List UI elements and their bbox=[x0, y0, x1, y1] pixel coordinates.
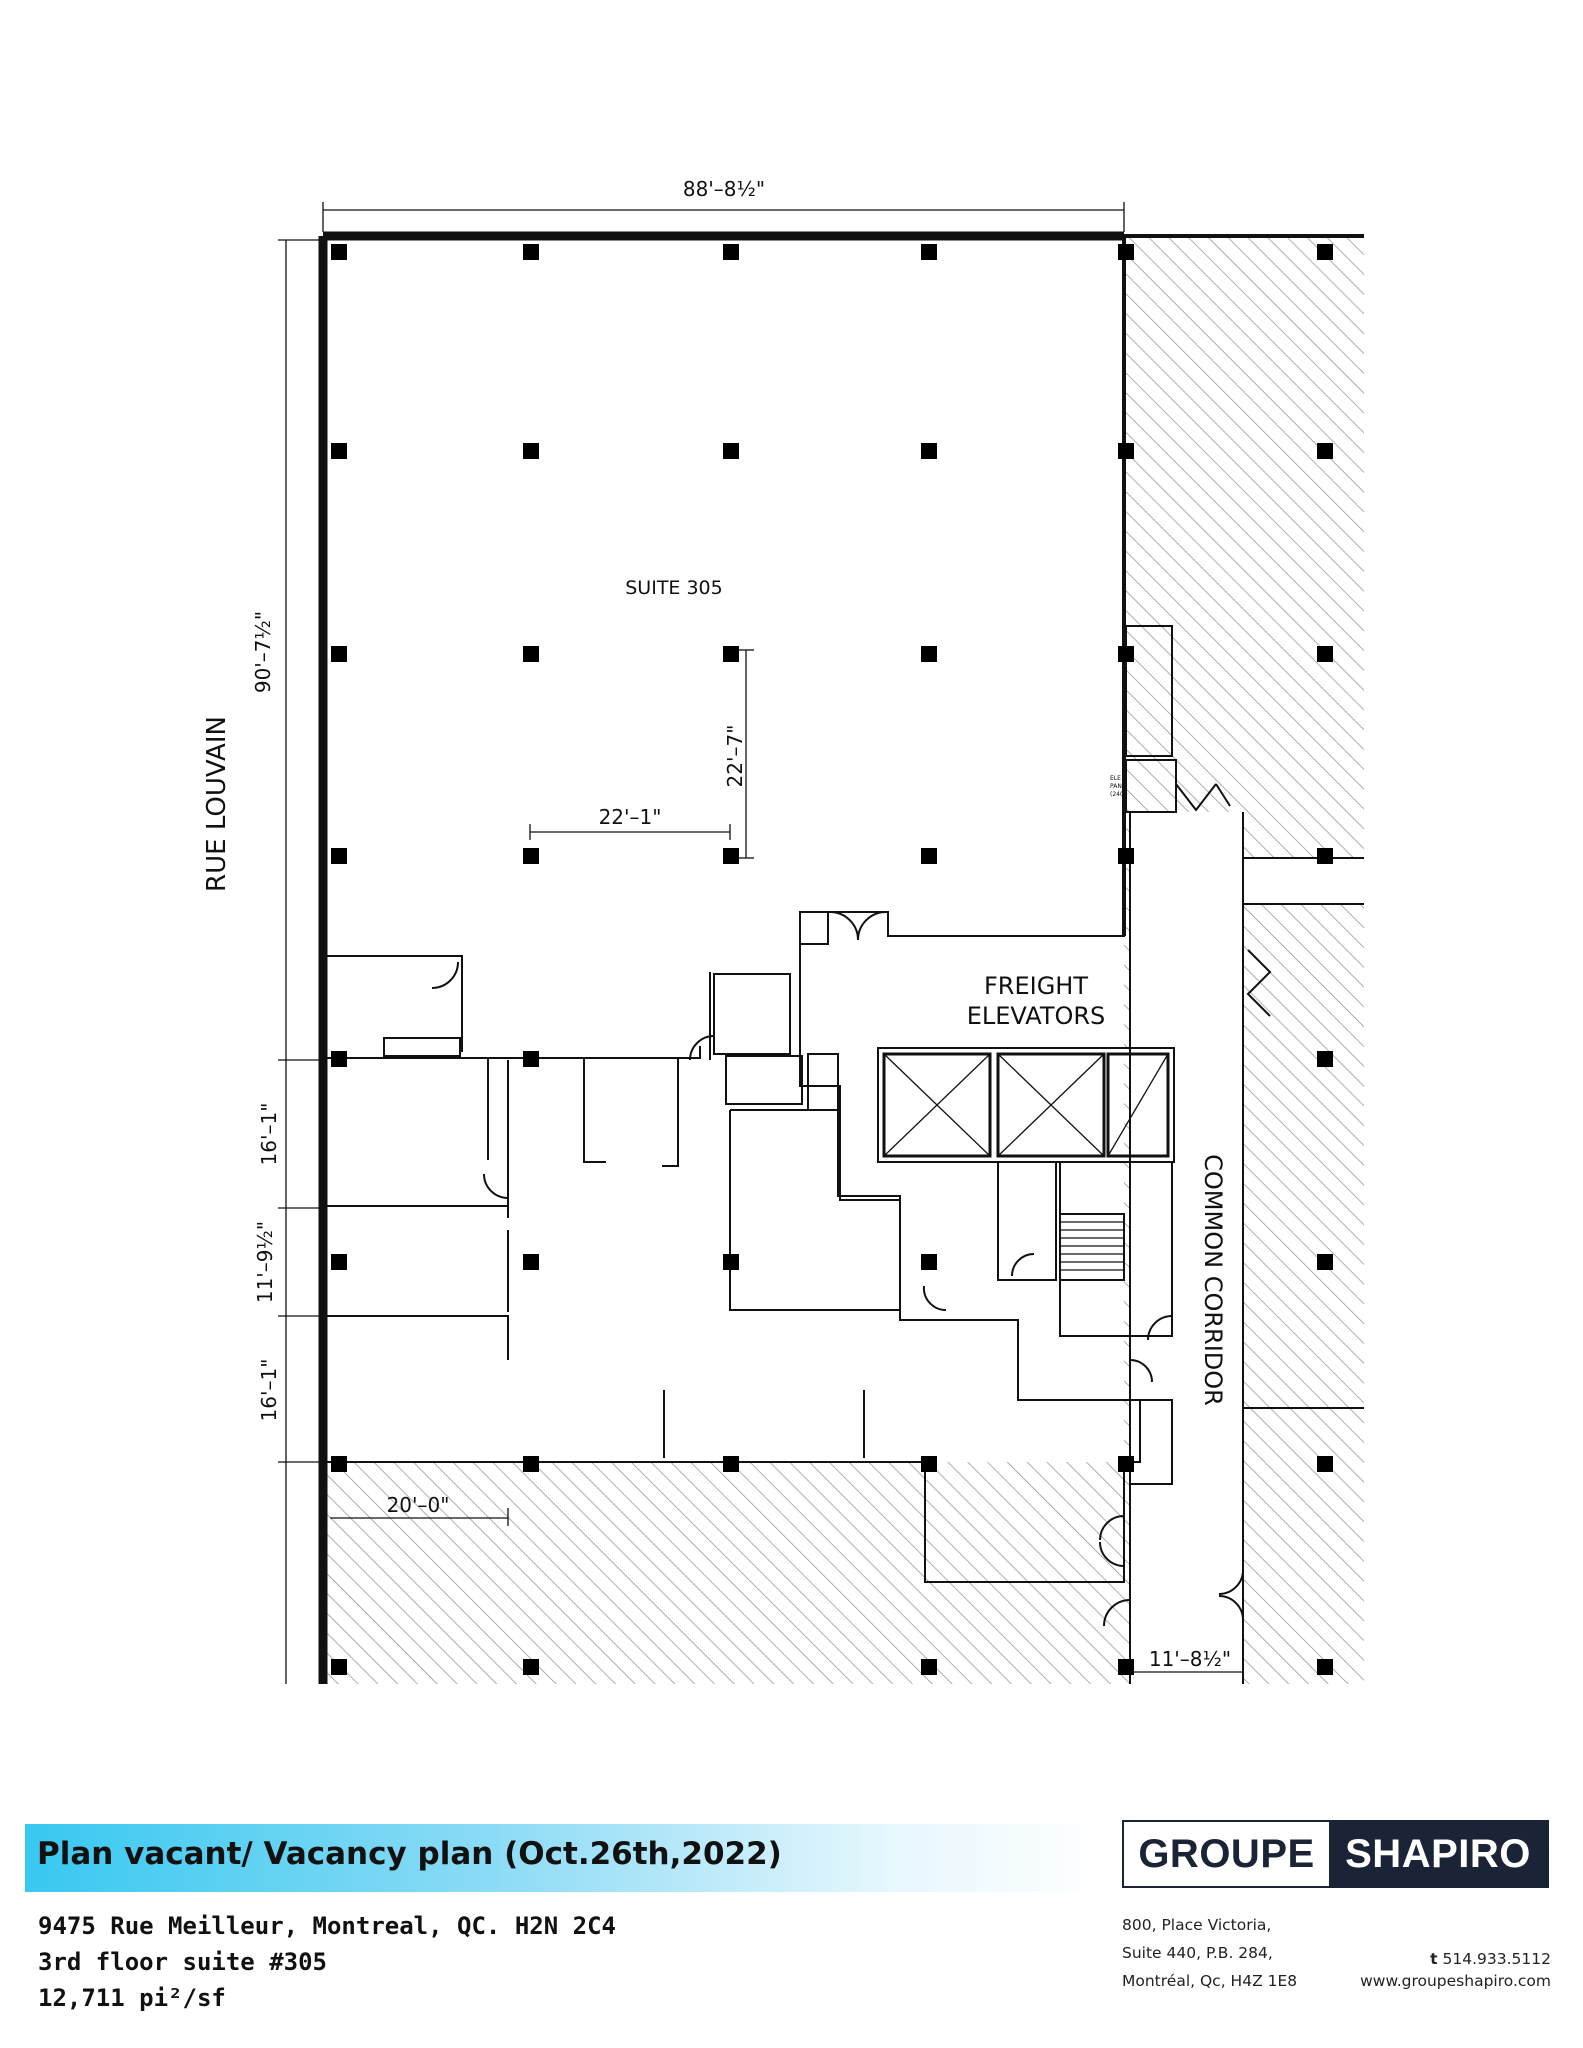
freight-elevator-1 bbox=[882, 1052, 992, 1158]
suite-info: 3rd floor suite #305 bbox=[38, 1948, 327, 1976]
hatched-area-south bbox=[323, 1462, 925, 1684]
website-link[interactable]: www.groupeshapiro.com bbox=[1360, 1972, 1551, 1990]
dim-bay-depth: 22'–7" bbox=[723, 725, 747, 788]
stairs bbox=[1059, 1213, 1125, 1281]
washroom-ne bbox=[1125, 625, 1173, 757]
office-partition bbox=[662, 1058, 679, 1167]
room-wall bbox=[729, 1109, 901, 1311]
phone-line: t 514.933.5112 bbox=[1430, 1950, 1551, 1968]
office-address-line1: 800, Place Victoria, bbox=[1122, 1916, 1272, 1934]
suite-label: SUITE 305 bbox=[625, 577, 723, 599]
janitor-room bbox=[807, 1053, 839, 1111]
freight-label-2: ELEVATORS bbox=[967, 1002, 1106, 1030]
property-address: 9475 Rue Meilleur, Montreal, QC. H2N 2C4 bbox=[38, 1912, 616, 1940]
dim-overall-width: 88'–8½" bbox=[683, 177, 765, 201]
area-info: 12,711 pi²/sf bbox=[38, 1984, 226, 2012]
title-banner: Plan vacant/ Vacancy plan (Oct.26th,2022… bbox=[25, 1824, 1105, 1892]
company-logo: GROUPE SHAPIRO bbox=[1122, 1820, 1549, 1888]
street-label: RUE LOUVAIN bbox=[202, 716, 232, 892]
freight-elevator-2 bbox=[996, 1052, 1106, 1158]
corridor-cut-1 bbox=[1243, 858, 1364, 904]
banner-title: Plan vacant/ Vacancy plan (Oct.26th,2022… bbox=[37, 1836, 782, 1872]
stair-vestibule bbox=[997, 1161, 1057, 1281]
dim-office-depth-3: 16'–1" bbox=[257, 1359, 281, 1422]
kitchen-counter bbox=[383, 1037, 461, 1057]
elec-panel-label-3: (2400 bbox=[1110, 791, 1128, 798]
hatched-area-south-mid bbox=[925, 1462, 1125, 1582]
dim-office-depth-1: 16'–1" bbox=[257, 1103, 281, 1166]
office-wall bbox=[323, 1205, 509, 1218]
corridor-label: COMMON CORRIDOR bbox=[1199, 1154, 1227, 1406]
elec-panel-label-2: PANE bbox=[1110, 783, 1126, 790]
dim-bay-width: 22'–1" bbox=[599, 805, 662, 829]
electrical-room bbox=[1125, 759, 1177, 813]
logo-right-text: SHAPIRO bbox=[1329, 1822, 1547, 1886]
hatched-area-south-right bbox=[925, 1582, 1124, 1684]
office-address-line2: Suite 440, P.B. 284, bbox=[1122, 1944, 1273, 1962]
washroom-2 bbox=[725, 1055, 803, 1105]
suite-boundary bbox=[799, 812, 1125, 944]
phone-number: 514.933.5112 bbox=[1442, 1950, 1551, 1968]
washroom bbox=[713, 973, 791, 1055]
doors bbox=[431, 783, 1272, 1627]
structural-columns bbox=[331, 244, 1333, 1675]
office-partition bbox=[583, 1058, 606, 1163]
logo-left-text: GROUPE bbox=[1124, 1822, 1329, 1886]
suite-boundary-2 bbox=[323, 912, 1141, 1583]
office-wall bbox=[323, 1046, 701, 1059]
floor-plan: ELE PANE (2400 bbox=[202, 177, 1364, 1684]
office-wall bbox=[323, 1315, 509, 1326]
dim-lower-width: 20'–0" bbox=[387, 1493, 450, 1517]
dim-office-depth-2: 11'–9½" bbox=[253, 1221, 277, 1303]
phone-prefix: t bbox=[1430, 1950, 1438, 1968]
office-address-line3: Montréal, Qc, H4Z 1E8 bbox=[1122, 1972, 1298, 1990]
common-corridor-area bbox=[1130, 812, 1243, 1684]
small-room bbox=[1129, 1399, 1173, 1485]
elec-panel-label-1: ELE bbox=[1110, 775, 1121, 782]
freight-elevator-3 bbox=[1106, 1052, 1170, 1158]
dimension-lines bbox=[278, 202, 1243, 1684]
freight-label-1: FREIGHT bbox=[984, 972, 1088, 1000]
office-wall bbox=[323, 955, 463, 1052]
dim-overall-depth: 90'–7½" bbox=[251, 611, 275, 693]
dim-corridor-width: 11'–8½" bbox=[1149, 1647, 1231, 1671]
